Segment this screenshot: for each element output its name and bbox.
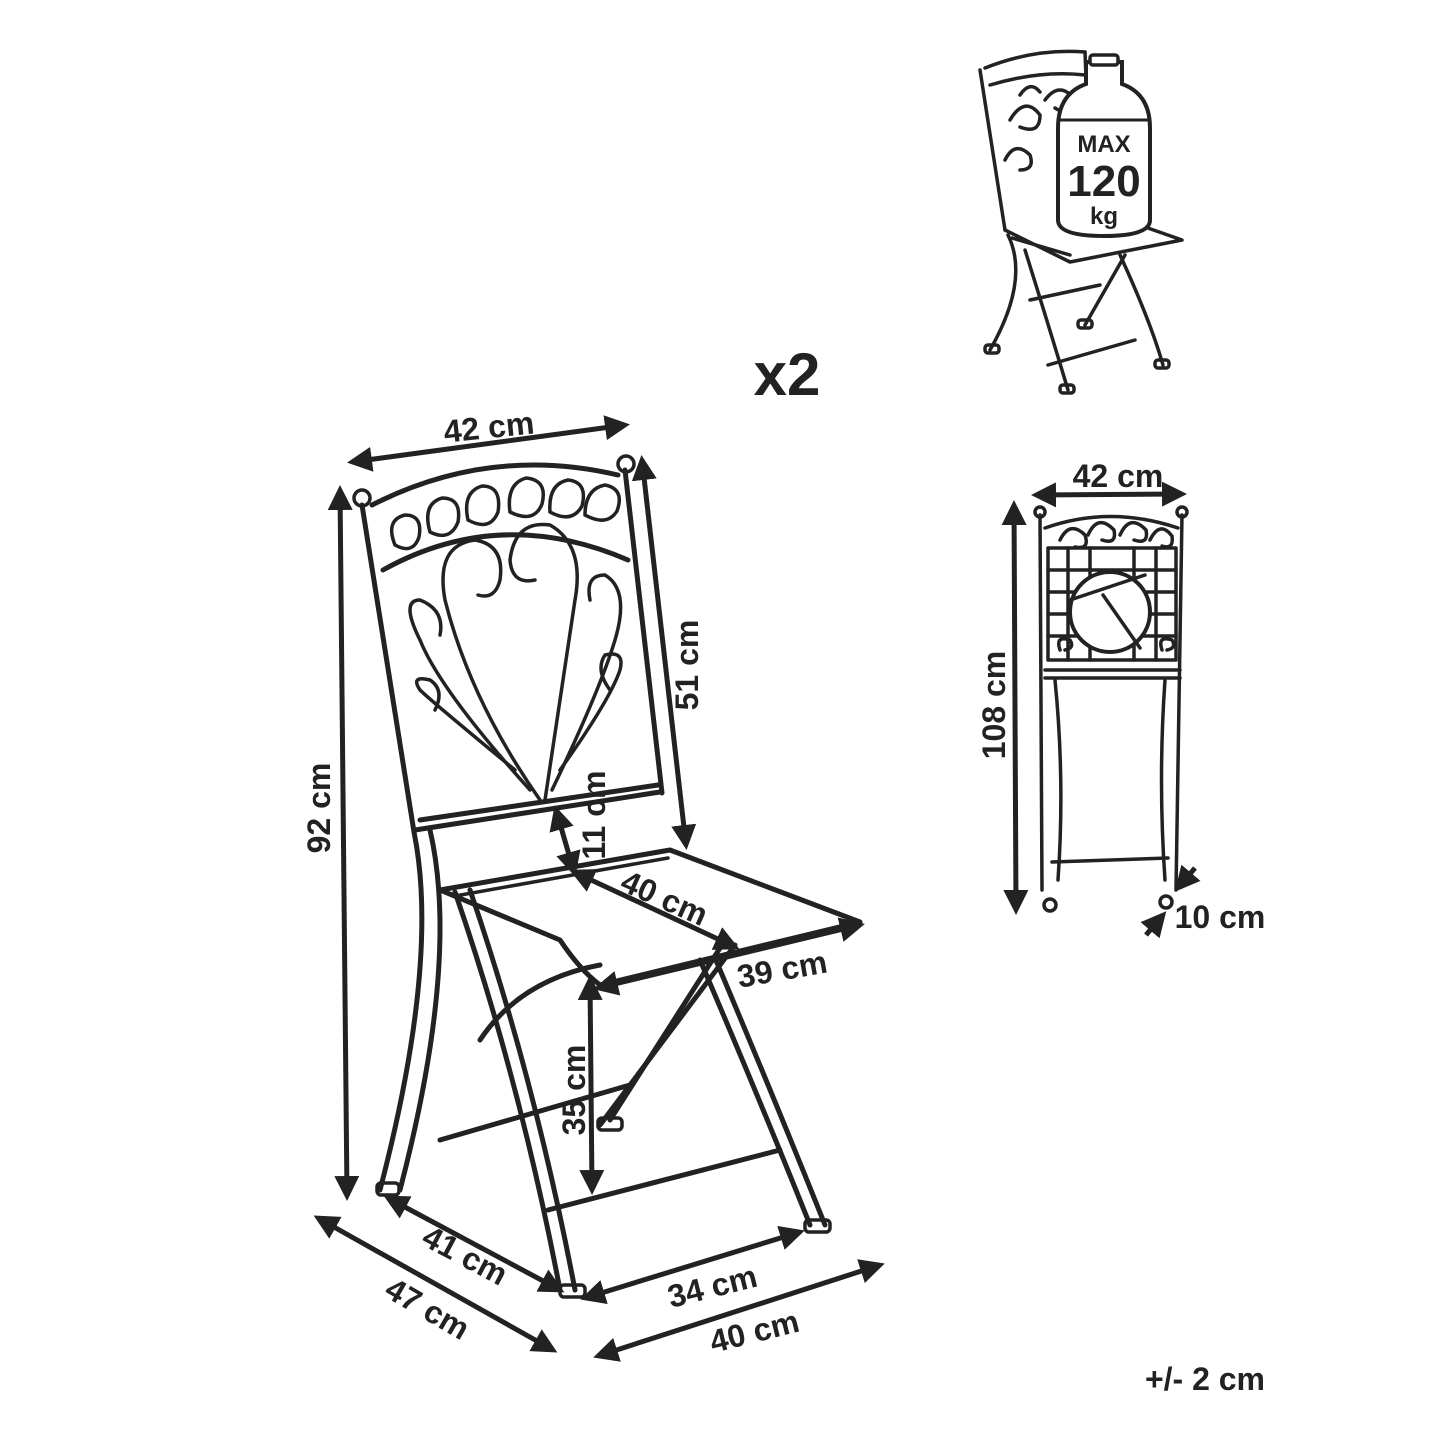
folded-seat-panel: [1046, 546, 1178, 662]
dim-line-backrest-height: [631, 455, 697, 850]
backrest-heart-scroll: [408, 522, 623, 802]
label-seat-depth: 40 cm: [616, 863, 714, 933]
label-rear-gap: 11 cm: [576, 771, 612, 860]
label-seat-height: 35 cm: [556, 1045, 592, 1136]
dim-line-foot-depth-outer: [313, 1215, 558, 1353]
dim-line-rear-gap: [549, 805, 581, 877]
dim-line-seat-height: [577, 975, 605, 1195]
quantity-label: x2: [754, 341, 821, 408]
load-foot-3: [1153, 358, 1171, 370]
tolerance-note: +/- 2 cm: [1145, 1361, 1265, 1397]
dim-line-folded-width: [1031, 481, 1187, 508]
folded-finial-right: [1175, 505, 1189, 519]
load-chair-drawing: MAX 120 kg: [978, 49, 1184, 395]
folded-dimension-lines: [1001, 481, 1201, 939]
folded-finial-left: [1033, 505, 1047, 519]
label-width-top: 42 cm: [442, 404, 536, 449]
label-folded-width: 42 cm: [1073, 458, 1164, 494]
dim-line-thickness-a: [1174, 864, 1201, 892]
dim-line-total-height: [327, 485, 360, 1201]
foot-cap-1: [375, 1181, 401, 1197]
weight-jug-icon: MAX 120 kg: [1056, 53, 1152, 239]
load-badge-line3: kg: [1090, 203, 1118, 230]
backrest-scroll-row: [389, 476, 621, 551]
dim-line-foot-width-outer: [593, 1259, 885, 1362]
folded-mosaic-circle: [1068, 570, 1152, 654]
dim-line-width-top: [347, 415, 630, 472]
folded-foot-left: [1042, 897, 1058, 913]
dim-line-folded-height: [1001, 500, 1029, 915]
foot-cap-3: [803, 1218, 832, 1234]
folded-chair-drawing: [1033, 505, 1189, 913]
folded-dimension-labels: 42 cm 108 cm 10 cm: [976, 458, 1265, 935]
main-chair-drawing: [352, 454, 863, 1299]
label-backrest-height: 51 cm: [669, 620, 705, 711]
load-badge-line1: MAX: [1077, 131, 1130, 158]
dim-line-seat-width: [593, 917, 865, 996]
load-foot-4: [1076, 318, 1094, 330]
dim-line-thickness-b: [1140, 911, 1167, 939]
label-total-height: 92 cm: [301, 763, 337, 854]
folded-foot-right: [1158, 894, 1174, 910]
main-dimension-lines: [313, 415, 885, 1362]
label-foot-width-outer: 40 cm: [706, 1303, 803, 1360]
label-folded-thickness: 10 cm: [1175, 899, 1266, 935]
load-badge-line2: 120: [1067, 157, 1140, 206]
label-folded-height: 108 cm: [976, 651, 1012, 760]
load-foot-2: [1058, 383, 1076, 395]
load-foot-1: [983, 343, 1001, 355]
